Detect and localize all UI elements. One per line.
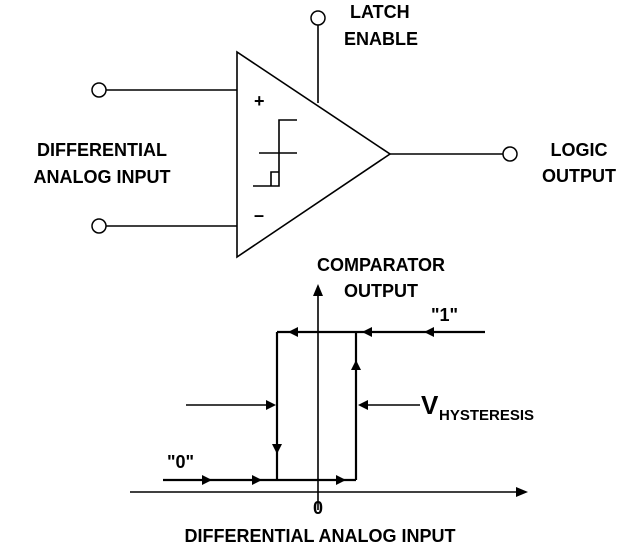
plus-input-node [91, 82, 107, 98]
comparator-symbol: + – LATCH ENABLE DIFFERENTIAL ANALOG INP… [34, 2, 616, 259]
output-label-line2: OUTPUT [542, 166, 616, 186]
rising-arrow [351, 360, 361, 370]
high-arrow-3 [424, 327, 434, 337]
low-arrow-1 [202, 475, 212, 485]
x-axis-arrowhead [516, 487, 528, 497]
yaxis-label-line2: OUTPUT [344, 281, 418, 301]
minus-input-node [91, 218, 107, 234]
high-arrow-1 [288, 327, 298, 337]
falling-arrow [272, 444, 282, 454]
comparator-triangle [236, 50, 392, 259]
low-state-label: "0" [167, 452, 194, 472]
hysteresis-indicator-head [358, 400, 368, 410]
logic-output-node [502, 146, 518, 162]
hysteresis-symbol-tick [270, 171, 279, 186]
input-label-line1: DIFFERENTIAL [37, 140, 167, 160]
xaxis-label: DIFFERENTIAL ANALOG INPUT [185, 526, 456, 546]
minus-sign: – [254, 205, 264, 225]
low-arrow-2 [252, 475, 262, 485]
latch-enable-node [310, 10, 326, 26]
transfer-characteristic: COMPARATOR OUTPUT "1" "0" V HYSTERESIS 0… [130, 255, 534, 546]
high-arrow-2 [362, 327, 372, 337]
latch-label-line1: LATCH [350, 2, 410, 22]
hysteresis-subscript: HYSTERESIS [439, 407, 534, 424]
y-axis-arrowhead [313, 284, 323, 296]
low-arrow-3 [336, 475, 346, 485]
latch-label-line2: ENABLE [344, 29, 418, 49]
output-label-line1: LOGIC [551, 140, 608, 160]
input-indicator-left-head [266, 400, 276, 410]
origin-label: 0 [313, 498, 323, 518]
high-state-label: "1" [431, 305, 458, 325]
plus-sign: + [254, 91, 265, 111]
yaxis-label-line1: COMPARATOR [317, 255, 445, 275]
input-label-line2: ANALOG INPUT [34, 167, 171, 187]
hysteresis-v-label: V [421, 390, 439, 420]
